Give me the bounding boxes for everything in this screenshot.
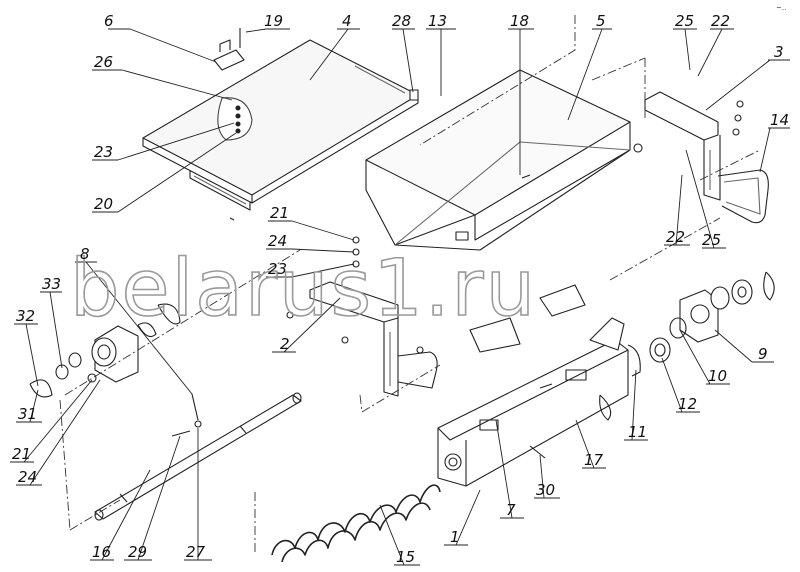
callout-label: 6 (104, 12, 114, 30)
left-bearing-housing (29, 303, 181, 398)
callout-label: 23 (268, 260, 287, 278)
callout-label: 12 (678, 395, 697, 413)
callout-labels: 6 19 4 28 13 18 5 25 22 3 26 14 23 20 21… (12, 12, 789, 566)
callout-label: 31 (18, 405, 37, 423)
callout-label: 21 (12, 445, 31, 463)
center-lines (59, 15, 761, 555)
callout-label: 22 (666, 228, 685, 246)
leader-lines (10, 28, 790, 566)
callout-label: 30 (536, 481, 555, 499)
callout-label: 16 (92, 543, 111, 561)
callout-label: 25 (675, 12, 694, 30)
callout-label: 22 (711, 12, 730, 30)
watermark-text: belarus1.ru (70, 244, 537, 334)
callout-label: 13 (428, 12, 447, 30)
callout-label: 21 (270, 204, 289, 222)
right-bracket-part (644, 91, 744, 201)
callout-label: 18 (510, 12, 529, 30)
callout-label: 3 (774, 43, 784, 61)
callout-label: 9 (758, 345, 768, 363)
callout-label: 5 (596, 12, 606, 30)
callout-label: 2 (280, 335, 290, 353)
callout-label: 26 (94, 53, 113, 71)
callout-label: 25 (702, 231, 721, 249)
callout-label: 23 (94, 143, 113, 161)
callout-label: 33 (42, 275, 61, 293)
corner-mark: ~.. (776, 4, 786, 12)
callout-label: 4 (342, 12, 352, 30)
fasteners (171, 311, 553, 459)
callout-label: 7 (506, 501, 516, 519)
callout-label: 28 (392, 12, 411, 30)
auger-spring-part (271, 484, 441, 563)
callout-label: 1 (450, 528, 460, 546)
callout-label: 24 (268, 232, 287, 250)
right-bearing-housing (627, 271, 775, 377)
callout-label: 8 (80, 245, 90, 263)
lid-part (142, 28, 419, 221)
callout-label: 10 (708, 367, 727, 385)
callout-label: 20 (94, 195, 113, 213)
callout-label: 17 (584, 451, 604, 469)
callout-label: 24 (18, 468, 37, 486)
callout-label: 15 (396, 548, 415, 566)
callout-label: 14 (770, 111, 789, 129)
callout-label: 11 (628, 423, 647, 441)
callout-label: 29 (128, 543, 147, 561)
trough-frame-part (437, 284, 629, 487)
u-bolt-part (717, 169, 769, 224)
callout-label: 19 (264, 12, 283, 30)
callout-label: 32 (16, 307, 35, 325)
hopper-box-part (365, 69, 643, 251)
callout-label: 27 (186, 543, 206, 561)
